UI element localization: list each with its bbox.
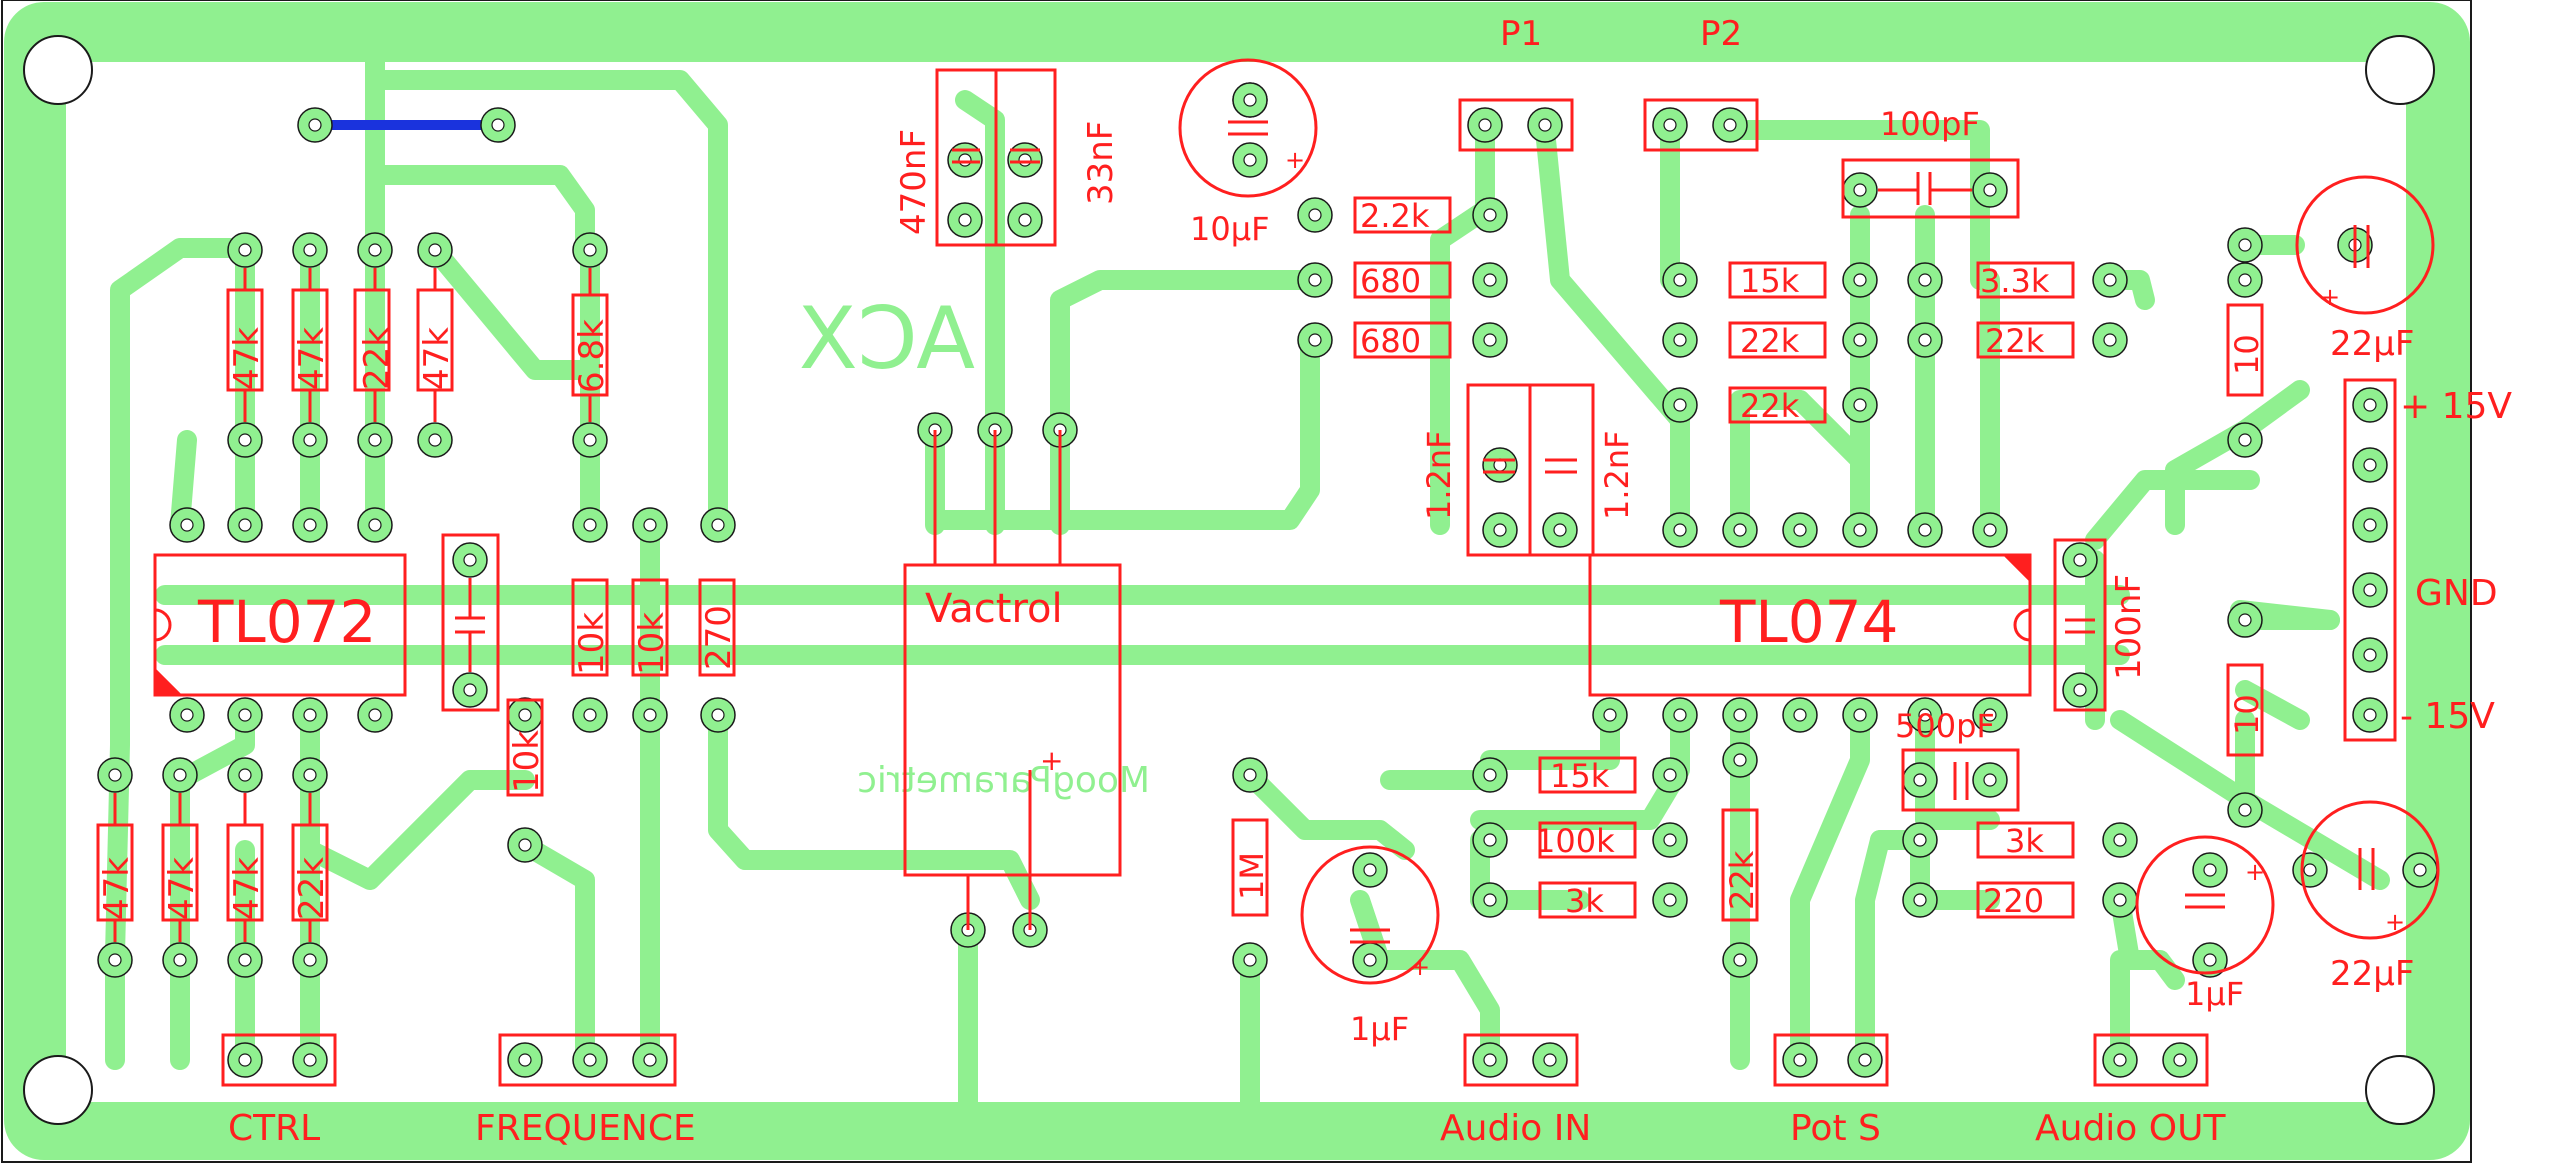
resistor-label: 47k (97, 857, 137, 920)
silk-labels: TL072 TL074 Vactrol 47k 47k 22k 47k 6.8k… (97, 14, 2512, 1149)
capacitor-label: 100nF (2109, 574, 2149, 680)
capacitor-label: 470nF (894, 129, 934, 235)
capacitor-label: 1.2nF (1420, 430, 1458, 520)
resistor-label: 680 (1360, 322, 1421, 360)
resistor-label: 100k (1535, 822, 1615, 860)
resistor-label: 47k (227, 327, 267, 390)
resistor-label: 1M (1233, 852, 1271, 900)
svg-text:+: + (2385, 908, 2405, 936)
power-label-minus15: - 15V (2400, 696, 2495, 737)
mounting-hole (2365, 1055, 2435, 1125)
capacitor-label: 22µF (2330, 954, 2414, 994)
resistor-label: 2.2k (1360, 197, 1430, 235)
silkscreen: + (96, 58, 2440, 1087)
resistor-label: 15k (1740, 262, 1800, 300)
svg-text:+: + (1410, 953, 1430, 981)
capacitor-label: 100pF (1880, 105, 1980, 143)
resistor-label: 10k (507, 730, 547, 793)
mounting-hole (23, 1055, 93, 1125)
resistor-label: 47k (227, 857, 267, 920)
resistor-label: 3k (2005, 822, 2044, 860)
svg-text:+: + (2320, 283, 2340, 311)
connector-label-ctrl: CTRL (228, 1108, 320, 1149)
resistor-label: 22k (292, 857, 332, 920)
resistor-label: 22k (357, 327, 397, 390)
mounting-hole (2365, 35, 2435, 105)
capacitor-label: 33nF (1081, 121, 1121, 205)
resistor-label: 270 (699, 605, 739, 670)
connector-label-audio-out: Audio OUT (2035, 1108, 2226, 1149)
ghost-logo: ACX (799, 289, 975, 389)
resistor-label: 47k (162, 857, 202, 920)
resistor-label: 47k (292, 327, 332, 390)
capacitor-label: 1µF (1350, 1010, 1409, 1048)
connector-label-p2: P2 (1700, 14, 1742, 54)
capacitor-label: 500pF (1895, 707, 1995, 745)
ic-label-tl074: TL074 (1719, 588, 1898, 656)
resistor-label: 15k (1550, 757, 1610, 795)
connector-label-pot-s: Pot S (1790, 1108, 1881, 1149)
svg-text:+: + (1285, 146, 1305, 174)
power-label-gnd: GND (2415, 573, 2498, 614)
resistor-label: 10k (572, 612, 612, 675)
resistor-label: 3k (1565, 882, 1604, 920)
connector-label-audio-in: Audio IN (1440, 1108, 1591, 1149)
resistor-label: 22k (1723, 850, 1761, 910)
power-label-plus15: + 15V (2400, 386, 2512, 427)
ic-tl074 (1588, 553, 2032, 697)
capacitor-label: 1µF (2185, 975, 2244, 1013)
resistor-label: 22k (1740, 387, 1800, 425)
ghost-project-name: MoogParametric (857, 760, 1150, 801)
mounting-hole (23, 35, 93, 105)
connector-label-frequence: FREQUENCE (475, 1108, 696, 1149)
ic-label-tl072: TL072 (197, 588, 376, 656)
connector-label-p1: P1 (1500, 14, 1542, 54)
resistor-label: 22k (1740, 322, 1800, 360)
resistor-label: 3.3k (1980, 262, 2050, 300)
ic-tl072 (153, 553, 407, 697)
resistor-label: 47k (417, 327, 457, 390)
vactrol-block: + (903, 430, 1122, 930)
resistor-label: 220 (1983, 882, 2044, 920)
svg-text:+: + (2245, 858, 2265, 886)
resistor-label: 10k (632, 612, 672, 675)
capacitor-label: 1.2nF (1598, 430, 1636, 520)
svg-text:+: + (1040, 744, 1063, 777)
resistor-label: 680 (1360, 262, 1421, 300)
resistor-label: 10 (2228, 694, 2266, 735)
resistor-label: 10 (2228, 334, 2266, 375)
resistor-label: 22k (1985, 322, 2045, 360)
capacitor-label: 10µF (1190, 210, 1269, 248)
capacitor-label: 22µF (2330, 324, 2414, 364)
ic-label-vactrol: Vactrol (925, 586, 1063, 632)
resistor-label: 6.8k (572, 319, 612, 393)
